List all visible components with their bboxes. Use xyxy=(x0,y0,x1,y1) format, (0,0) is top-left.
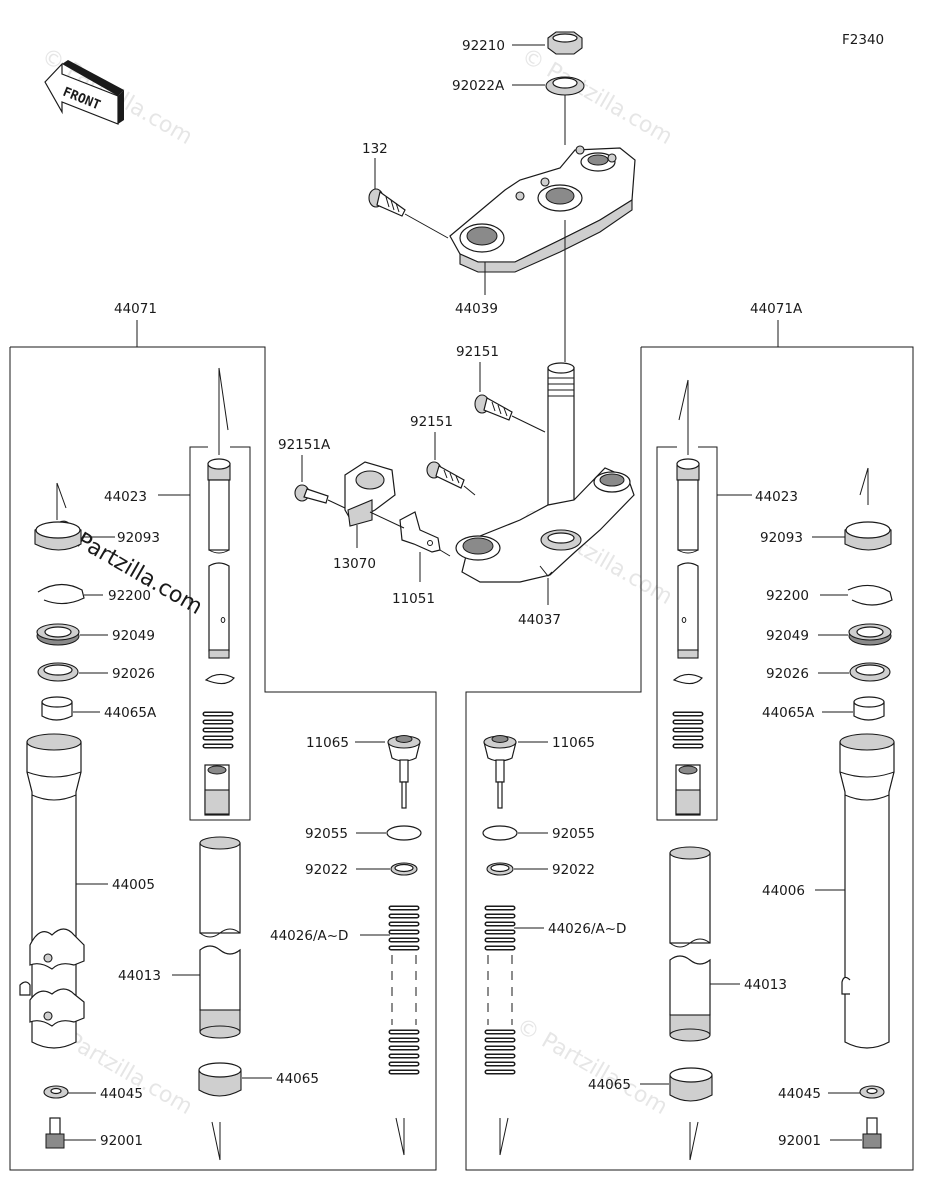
oil-seal-left-icon xyxy=(36,623,80,646)
label-fork-right: 44071A xyxy=(750,301,803,317)
label-bolt-upper: 132 xyxy=(362,141,388,157)
bush-right-icon xyxy=(669,1067,713,1102)
oil-seal-right-icon xyxy=(848,623,892,646)
washer-icon xyxy=(545,76,585,96)
cylinder-right-icon xyxy=(669,846,711,1042)
label-oring-left: 92055 xyxy=(305,826,348,842)
guide-left-icon xyxy=(41,696,73,721)
label-bush-left: 44065 xyxy=(276,1071,319,1087)
spring-left-icon xyxy=(388,905,420,1075)
diagram-code: F2340 xyxy=(842,32,884,48)
bracket-11051-icon xyxy=(399,511,441,553)
label-oil-seal-right: 92049 xyxy=(766,628,809,644)
watermark: © Partzilla.com xyxy=(517,44,677,151)
circlip-right-icon xyxy=(847,584,893,606)
watermark: © Partzilla.com xyxy=(512,1014,672,1121)
bolt-bottom-right-icon xyxy=(862,1117,882,1149)
label-bracket-b: 11051 xyxy=(392,591,435,607)
label-washer-left: 92026 xyxy=(112,666,155,682)
label-upper-clamp: 44039 xyxy=(455,301,498,317)
label-cylinder-left: 44013 xyxy=(118,968,161,984)
label-cylinder-right: 44013 xyxy=(744,977,787,993)
oring-left-icon xyxy=(386,825,422,841)
steering-stem-icon xyxy=(455,362,635,583)
gasket-right-icon xyxy=(859,1085,885,1099)
label-stem: 44037 xyxy=(518,612,561,628)
nut-icon xyxy=(547,31,583,55)
label-washer-right: 92026 xyxy=(766,666,809,682)
label-dust-seal-left: 92093 xyxy=(117,530,160,546)
spring-right-icon xyxy=(484,905,516,1075)
bush-left-icon xyxy=(198,1062,242,1097)
dust-seal-left-icon xyxy=(34,521,82,551)
label-guide-right: 44065A xyxy=(762,705,815,721)
label-washer-top: 92022A xyxy=(452,78,505,94)
label-ring-right: 92022 xyxy=(552,862,595,878)
outer-tube-left-icon xyxy=(19,733,85,1049)
bracket-13070-icon xyxy=(344,461,396,527)
label-dust-seal-right: 92093 xyxy=(760,530,803,546)
upper-clamp-icon xyxy=(449,145,636,273)
cylinder-left-icon xyxy=(199,836,241,1039)
label-inner-tube-right: 44023 xyxy=(755,489,798,505)
dust-seal-right-icon xyxy=(844,521,892,551)
fork-left-frame xyxy=(9,346,437,1171)
label-spring-left: 44026/A~D xyxy=(270,928,348,944)
label-gasket-right: 44045 xyxy=(778,1086,821,1102)
label-oil-seal-left: 92049 xyxy=(112,628,155,644)
front-arrow-icon: FRONT xyxy=(44,60,124,125)
label-bush-right: 44065 xyxy=(588,1077,631,1093)
washer-right-icon xyxy=(849,662,891,682)
cap-right-icon xyxy=(483,735,517,809)
oring-right-icon xyxy=(482,825,518,841)
cap-left-icon xyxy=(387,735,421,809)
inner-tube-left-icon xyxy=(202,458,235,816)
label-outer-tube-left: 44005 xyxy=(112,877,155,893)
stem-bolt-icon xyxy=(474,394,513,421)
label-oring-right: 92055 xyxy=(552,826,595,842)
label-bolt-bottom-left: 92001 xyxy=(100,1133,143,1149)
label-circlip-left: 92200 xyxy=(108,588,151,604)
small-bolt-icon xyxy=(294,484,329,504)
outer-tube-right-icon xyxy=(839,733,895,1049)
guide-right-icon xyxy=(853,696,885,721)
label-spring-right: 44026/A~D xyxy=(548,921,626,937)
fork-right-frame xyxy=(465,346,914,1171)
bracket-bolt-icon xyxy=(426,461,465,489)
label-guide-left: 44065A xyxy=(104,705,157,721)
circlip-left-icon xyxy=(37,583,85,605)
bolt-icon xyxy=(368,188,406,217)
ring-left-icon xyxy=(390,862,418,876)
label-bolt-stem-a: 92151 xyxy=(456,344,499,360)
label-ring-left: 92022 xyxy=(305,862,348,878)
label-nut-top: 92210 xyxy=(462,38,505,54)
label-inner-tube-left: 44023 xyxy=(104,489,147,505)
label-outer-tube-right: 44006 xyxy=(762,883,805,899)
label-fork-left: 44071 xyxy=(114,301,157,317)
label-bolt-bottom-right: 92001 xyxy=(778,1133,821,1149)
label-gasket-left: 44045 xyxy=(100,1086,143,1102)
label-bolt-small: 92151A xyxy=(278,437,331,453)
label-circlip-right: 92200 xyxy=(766,588,809,604)
label-cap-left: 11065 xyxy=(306,735,349,751)
gasket-left-icon xyxy=(43,1085,69,1099)
bolt-bottom-left-icon xyxy=(45,1117,65,1149)
inner-tube-right-icon xyxy=(672,458,704,816)
label-bracket-a: 13070 xyxy=(333,556,376,572)
washer-left-icon xyxy=(37,662,79,682)
ring-right-icon xyxy=(486,862,514,876)
label-cap-right: 11065 xyxy=(552,735,595,751)
label-bolt-stem-b: 92151 xyxy=(410,414,453,430)
